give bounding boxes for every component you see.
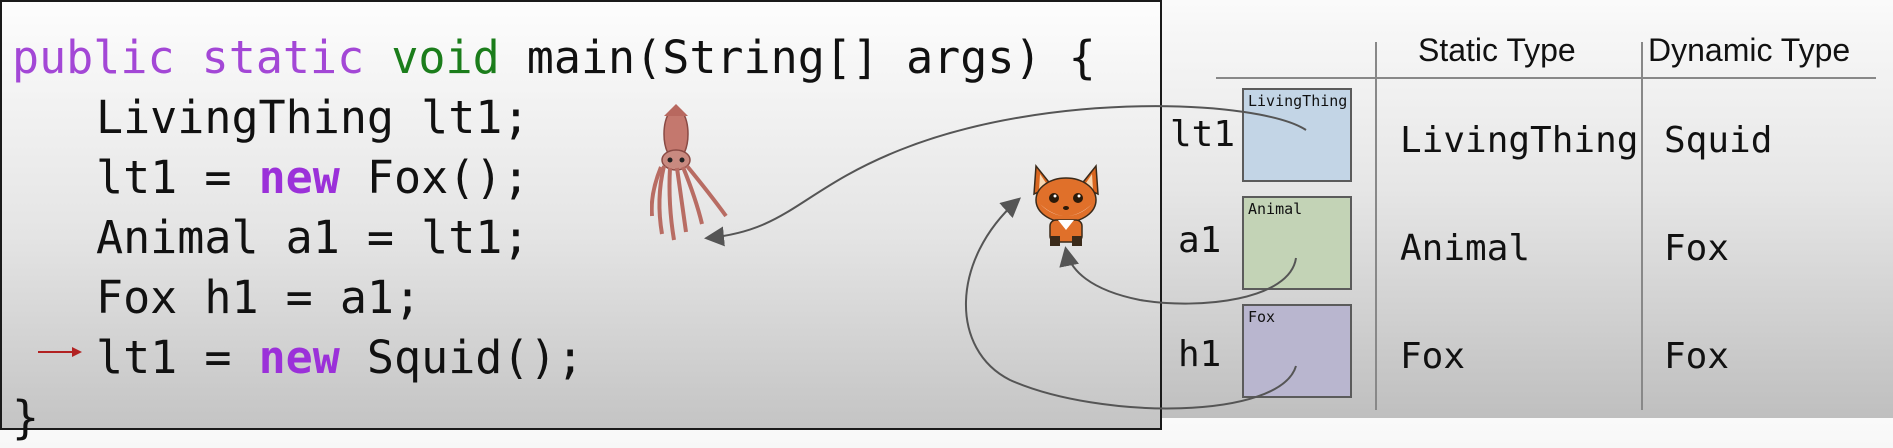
header-static-type: Static Type (1418, 32, 1576, 68)
fox-icon (1033, 164, 1099, 246)
code-line-3-pre: lt1 = (96, 151, 259, 204)
dynamic-type-h1: Fox (1664, 336, 1730, 377)
code-line-3-post: Fox(); (339, 151, 530, 204)
code-panel: public static void main(String[] args) {… (0, 0, 1162, 444)
main-signature: main(String[] args) { (499, 31, 1096, 84)
keyword-new: new (258, 151, 340, 204)
code-line-2: LivingThing lt1; (96, 91, 530, 144)
code-line-6-post: Squid(); (339, 331, 584, 384)
code-line-6: lt1 = new Squid(); (96, 328, 584, 388)
var-label-lt1: lt1 (1170, 114, 1236, 155)
keyword-public: public (12, 31, 175, 84)
box-label-lt1: LivingThing (1248, 92, 1348, 110)
box-label-a1: Animal (1248, 200, 1303, 218)
static-type-h1: Fox (1400, 336, 1466, 377)
keyword-static: static (201, 31, 365, 84)
keyword-void: void (391, 31, 500, 84)
var-label-a1: a1 (1178, 220, 1222, 261)
header-dynamic-type: Dynamic Type (1648, 32, 1851, 68)
static-type-lt1: LivingThing (1400, 120, 1639, 161)
code-line-6-pre: lt1 = (96, 331, 259, 384)
variable-box-lt1: LivingThing (1242, 88, 1352, 182)
variable-box-h1: Fox (1242, 304, 1352, 398)
var-label-h1: h1 (1178, 334, 1222, 375)
code-line-4: Animal a1 = lt1; (96, 211, 530, 264)
code-line-7: } (12, 391, 40, 444)
code-line-1: public static void main(String[] args) { (12, 28, 1096, 88)
box-label-h1: Fox (1248, 308, 1276, 326)
code-line-5: Fox h1 = a1; (96, 271, 422, 324)
dynamic-type-a1: Fox (1664, 228, 1730, 269)
current-line-arrow-icon (38, 347, 82, 357)
squid-icon (650, 104, 728, 241)
dynamic-type-lt1: Squid (1664, 120, 1773, 161)
static-type-a1: Animal (1400, 228, 1531, 269)
keyword-new: new (258, 331, 340, 384)
code-line-3: lt1 = new Fox(); (96, 148, 530, 208)
variable-box-a1: Animal (1242, 196, 1352, 290)
